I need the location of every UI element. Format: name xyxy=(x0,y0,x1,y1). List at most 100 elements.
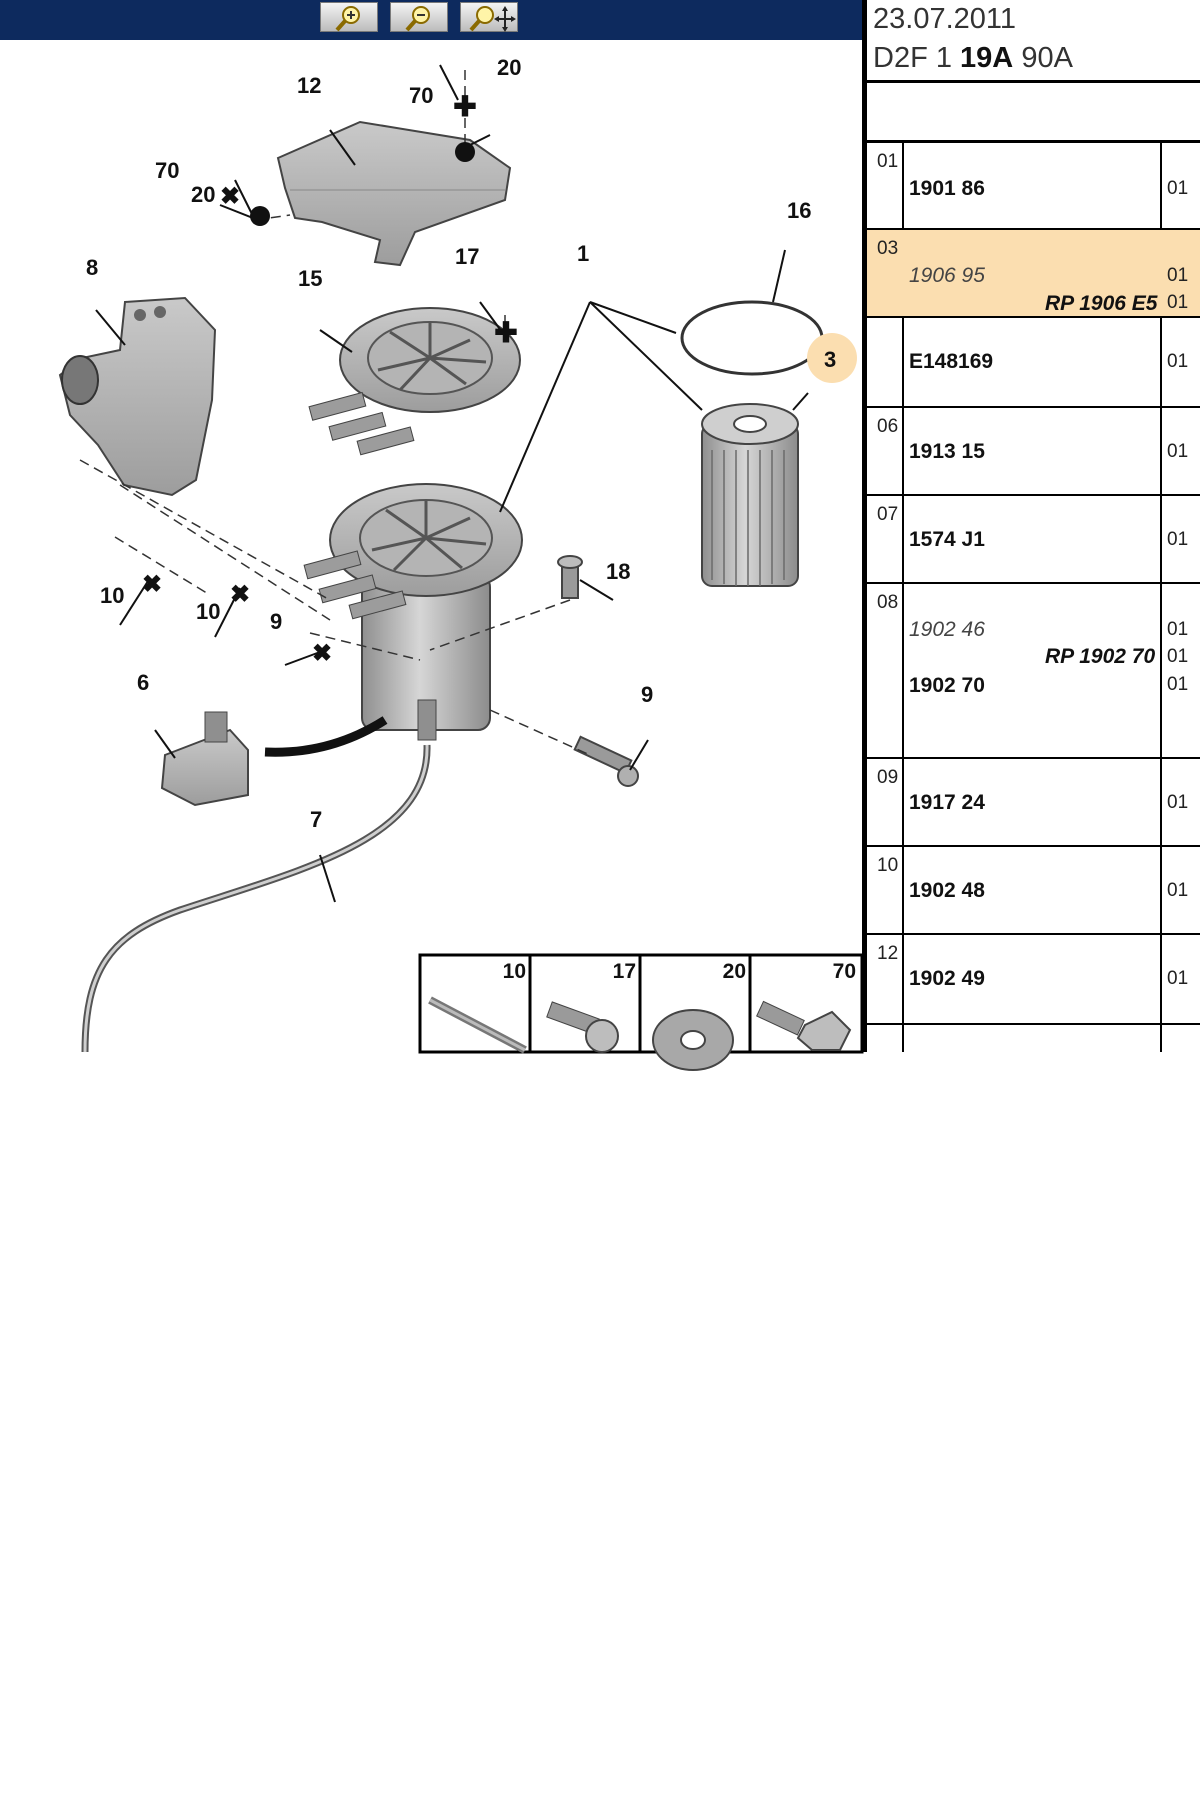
svg-text:✚: ✚ xyxy=(494,317,517,348)
part-row-06[interactable]: 06 1913 15 01 xyxy=(867,408,1200,496)
filter-housing-1[interactable] xyxy=(303,483,523,741)
svg-text:✖: ✖ xyxy=(142,571,162,598)
svg-text:✖: ✖ xyxy=(230,581,250,608)
stud-icon xyxy=(428,996,527,1054)
row-number: 01 xyxy=(877,151,899,172)
part-row-01[interactable]: 01 1901 86 01 xyxy=(867,143,1200,230)
fuel-pipe-7[interactable] xyxy=(81,744,431,1053)
zoom-out-button[interactable] xyxy=(390,2,448,32)
parts-list-panel: 23.07.2011 D2F 1 19A 90A 01 1901 86 01 0… xyxy=(867,0,1200,1052)
part-row-07[interactable]: 07 1574 J1 01 xyxy=(867,496,1200,584)
zoom-out-icon xyxy=(405,6,430,32)
quantity-replacement: 01 xyxy=(1167,646,1189,667)
quantity-replacement: 01 xyxy=(1167,292,1189,313)
assembly-lines xyxy=(79,70,591,756)
quantity: 01 xyxy=(1167,619,1189,640)
column-divider-num xyxy=(902,140,904,1052)
zoom-in-button[interactable] xyxy=(320,2,378,32)
legend-label-20: 20 xyxy=(723,960,746,983)
callout-10-right[interactable]: 10 xyxy=(196,599,220,624)
callout-15[interactable]: 15 xyxy=(298,266,322,291)
callout-7[interactable]: 7 xyxy=(310,807,322,832)
callout-17[interactable]: 17 xyxy=(455,244,479,269)
filter-head-15[interactable] xyxy=(308,307,521,456)
callout-labels: 12 70 20 70 20 16 8 15 17 1 3 10 10 9 18… xyxy=(86,55,836,832)
part-reference[interactable]: 1913 15 xyxy=(909,440,985,463)
callout-8[interactable]: 8 xyxy=(86,255,98,280)
model-code-suffix: 90A xyxy=(1021,42,1073,74)
quantity: 01 xyxy=(1167,351,1189,372)
callout-20-top[interactable]: 20 xyxy=(497,55,521,80)
callout-18[interactable]: 18 xyxy=(606,559,630,584)
part-reference[interactable]: 1902 48 xyxy=(909,879,985,902)
callout-10-left[interactable]: 10 xyxy=(100,583,124,608)
header-divider xyxy=(867,80,1200,83)
row-number: 06 xyxy=(877,416,899,437)
callout-9-right[interactable]: 9 xyxy=(641,682,653,707)
callout-70-left[interactable]: 70 xyxy=(155,158,179,183)
callout-16[interactable]: 16 xyxy=(787,198,811,223)
callout-6[interactable]: 6 xyxy=(137,670,149,695)
callout-1[interactable]: 1 xyxy=(577,241,589,266)
callout-9-left[interactable]: 9 xyxy=(270,609,282,634)
catalog-date: 23.07.2011 xyxy=(873,3,1016,35)
zoom-in-icon xyxy=(335,6,360,32)
pan-icon xyxy=(469,6,516,32)
callout-highlight xyxy=(807,333,857,383)
part-reference[interactable]: 1902 70 xyxy=(909,674,985,697)
flange-bolt-icon xyxy=(756,1000,852,1051)
panel-divider xyxy=(862,0,867,1052)
o-ring-16[interactable] xyxy=(680,300,824,376)
legend-label-70: 70 xyxy=(833,960,856,983)
part-row-09[interactable]: 09 1917 24 01 xyxy=(867,759,1200,847)
quantity: 01 xyxy=(1167,178,1189,199)
callout-20-left[interactable]: 20 xyxy=(191,182,215,207)
part-row-08[interactable]: 08 1902 46 RP 1902 70 1902 70 01 01 01 xyxy=(867,584,1200,759)
part-reference-superseded[interactable]: 1902 46 xyxy=(909,618,985,641)
bolt-icon xyxy=(546,1001,619,1053)
pan-button[interactable] xyxy=(460,2,518,32)
svg-text:✖: ✖ xyxy=(220,183,240,210)
legend-label-10: 10 xyxy=(503,960,526,983)
column-divider-qty xyxy=(1160,140,1162,1052)
filter-cartridge-3[interactable] xyxy=(701,403,799,587)
part-reference[interactable]: 1901 86 xyxy=(909,177,985,200)
part-reference[interactable]: 1902 49 xyxy=(909,967,985,990)
part-reference[interactable]: 1574 J1 xyxy=(909,528,985,551)
table-top-border xyxy=(867,140,1200,143)
row-number: 07 xyxy=(877,504,899,525)
quantity: 01 xyxy=(1167,880,1189,901)
toolbar xyxy=(0,0,862,40)
quantity: 01 xyxy=(1167,265,1189,286)
row-number: 08 xyxy=(877,592,899,613)
replacement-reference[interactable]: RP 1902 70 xyxy=(1045,645,1156,668)
drain-screw-9[interactable] xyxy=(573,735,639,787)
part-row-filter[interactable]: E148169 01 xyxy=(867,318,1200,408)
model-code-bold: 19A xyxy=(960,42,1014,74)
hardware-legend: 10 17 20 70 xyxy=(418,953,864,1071)
callout-12[interactable]: 12 xyxy=(297,73,321,98)
svg-text:✖: ✖ xyxy=(312,640,332,667)
replacement-reference[interactable]: RP 1906 E5 xyxy=(1045,292,1158,315)
quantity: 01 xyxy=(1167,792,1189,813)
row-number: 12 xyxy=(877,943,899,964)
pressure-sensor-6[interactable] xyxy=(160,711,249,807)
quantity: 01 xyxy=(1167,441,1189,462)
row-number: 09 xyxy=(877,767,899,788)
part-reference-superseded[interactable]: 1906 95 xyxy=(909,264,985,287)
screw-18[interactable] xyxy=(557,555,583,599)
part-reference[interactable]: 1917 24 xyxy=(909,791,985,814)
part-reference[interactable]: E148169 xyxy=(909,350,994,373)
bracket-plate-12[interactable] xyxy=(276,120,512,267)
connector-arrow xyxy=(264,716,388,757)
part-row-03[interactable]: 03 1906 95 RP 1906 E5 01 01 xyxy=(867,230,1200,318)
parts-diagram: ✚ ✖ ✚ ✖ ✖ ✖ 12 70 20 70 20 16 8 15 17 1 … xyxy=(58,55,864,1071)
mounting-bracket-8[interactable] xyxy=(58,296,217,497)
washer-icon xyxy=(652,1009,734,1071)
callout-3[interactable]: 3 xyxy=(824,347,836,372)
callout-70-top[interactable]: 70 xyxy=(409,83,433,108)
part-row-12[interactable]: 12 1902 49 01 xyxy=(867,935,1200,1025)
part-row-10[interactable]: 10 1902 48 01 xyxy=(867,847,1200,935)
quantity: 01 xyxy=(1167,529,1189,550)
quantity: 01 xyxy=(1167,968,1189,989)
